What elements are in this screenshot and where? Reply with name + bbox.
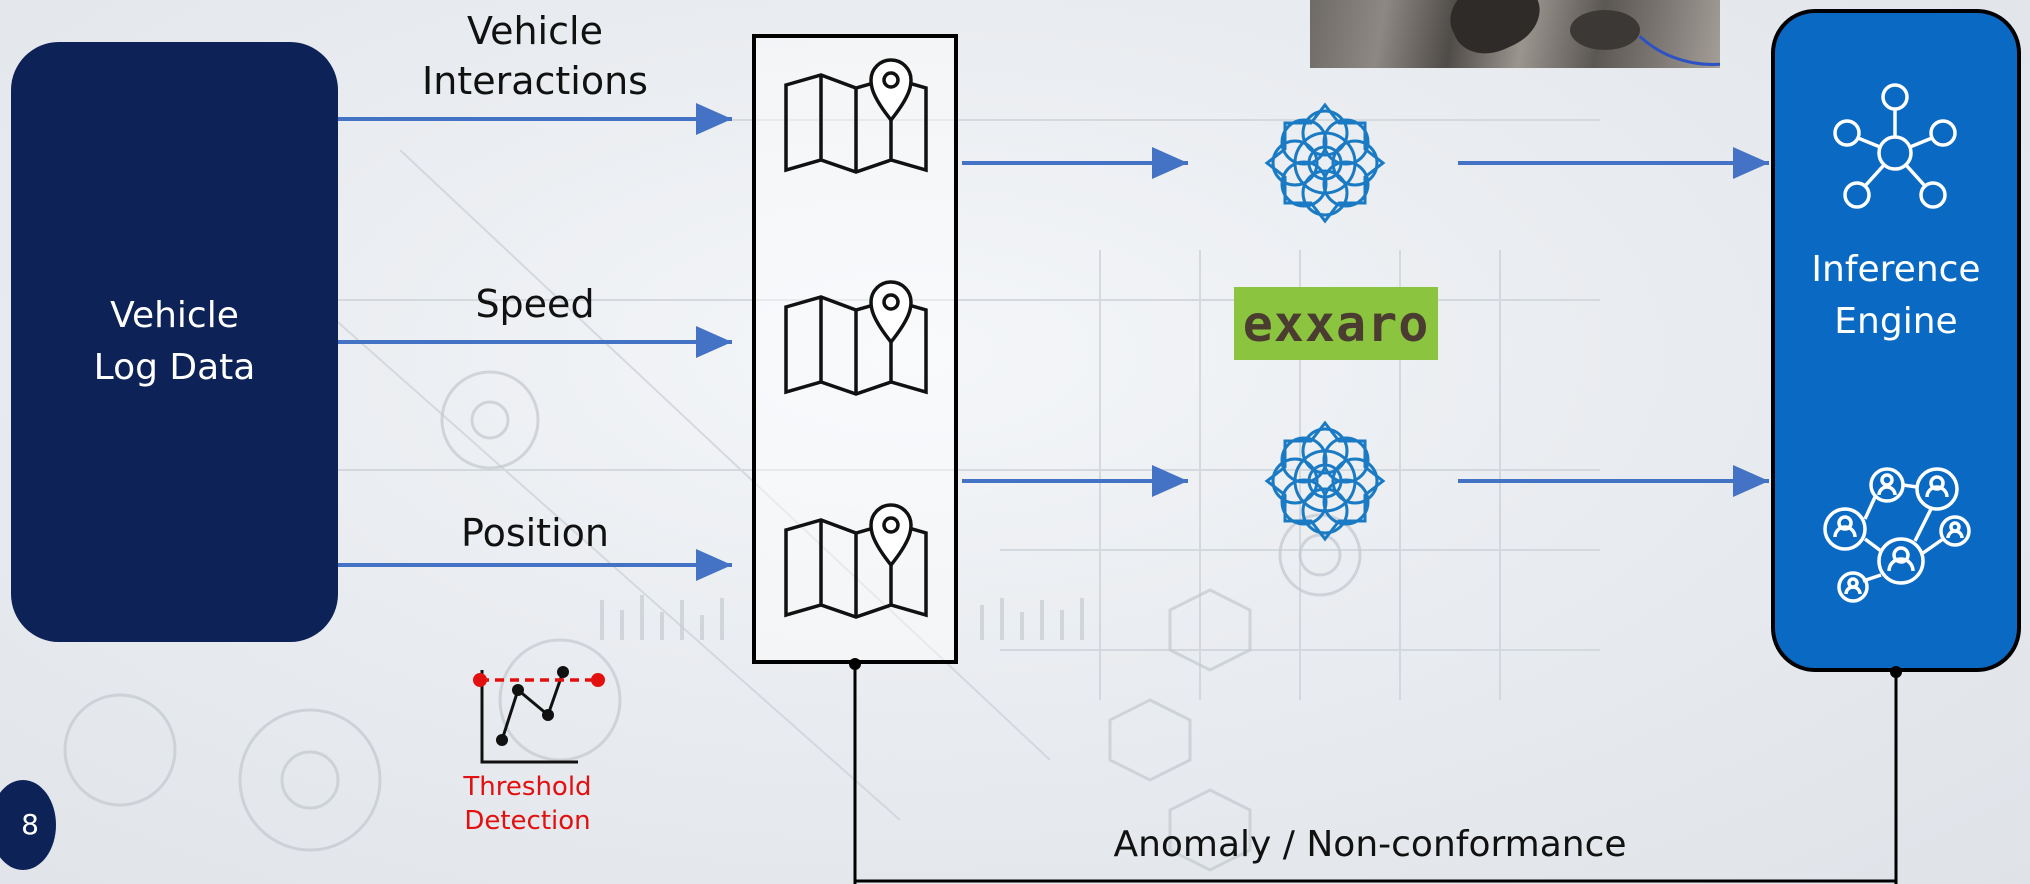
logo-text: exxaro bbox=[1242, 294, 1430, 353]
lotus-network-icon bbox=[1264, 102, 1386, 224]
input-label-vehicle-interactions: Vehicle Interactions bbox=[422, 9, 648, 103]
feedback-node-right bbox=[1890, 666, 1902, 678]
page-number-badge: 8 bbox=[0, 780, 56, 870]
people-network-icon bbox=[1823, 467, 1971, 603]
vehicle-log-data-label: Vehicle Log Data bbox=[93, 295, 256, 388]
feedback-node-left bbox=[849, 658, 861, 670]
inference-engine-label: Inference Engine bbox=[1811, 248, 1981, 342]
mine-site-photo bbox=[1310, 0, 1720, 68]
hub-network-icon bbox=[1833, 83, 1957, 209]
map-pin-icon bbox=[784, 503, 928, 619]
exxaro-logo: exxaro bbox=[1234, 287, 1438, 360]
input-label-position: Position bbox=[461, 511, 609, 555]
vehicle-log-data-node: Vehicle Log Data bbox=[11, 42, 338, 642]
threshold-detection-label: Threshold Detection bbox=[463, 772, 592, 836]
input-label-speed: Speed bbox=[475, 282, 595, 326]
feedback-loop-line bbox=[853, 664, 1898, 884]
lotus-network-icon bbox=[1264, 420, 1386, 542]
feedback-label: Anomaly / Non-conformance bbox=[1113, 824, 1627, 865]
map-pin-icon bbox=[784, 280, 928, 396]
map-pin-icon bbox=[784, 58, 928, 174]
page-number: 8 bbox=[21, 808, 39, 841]
